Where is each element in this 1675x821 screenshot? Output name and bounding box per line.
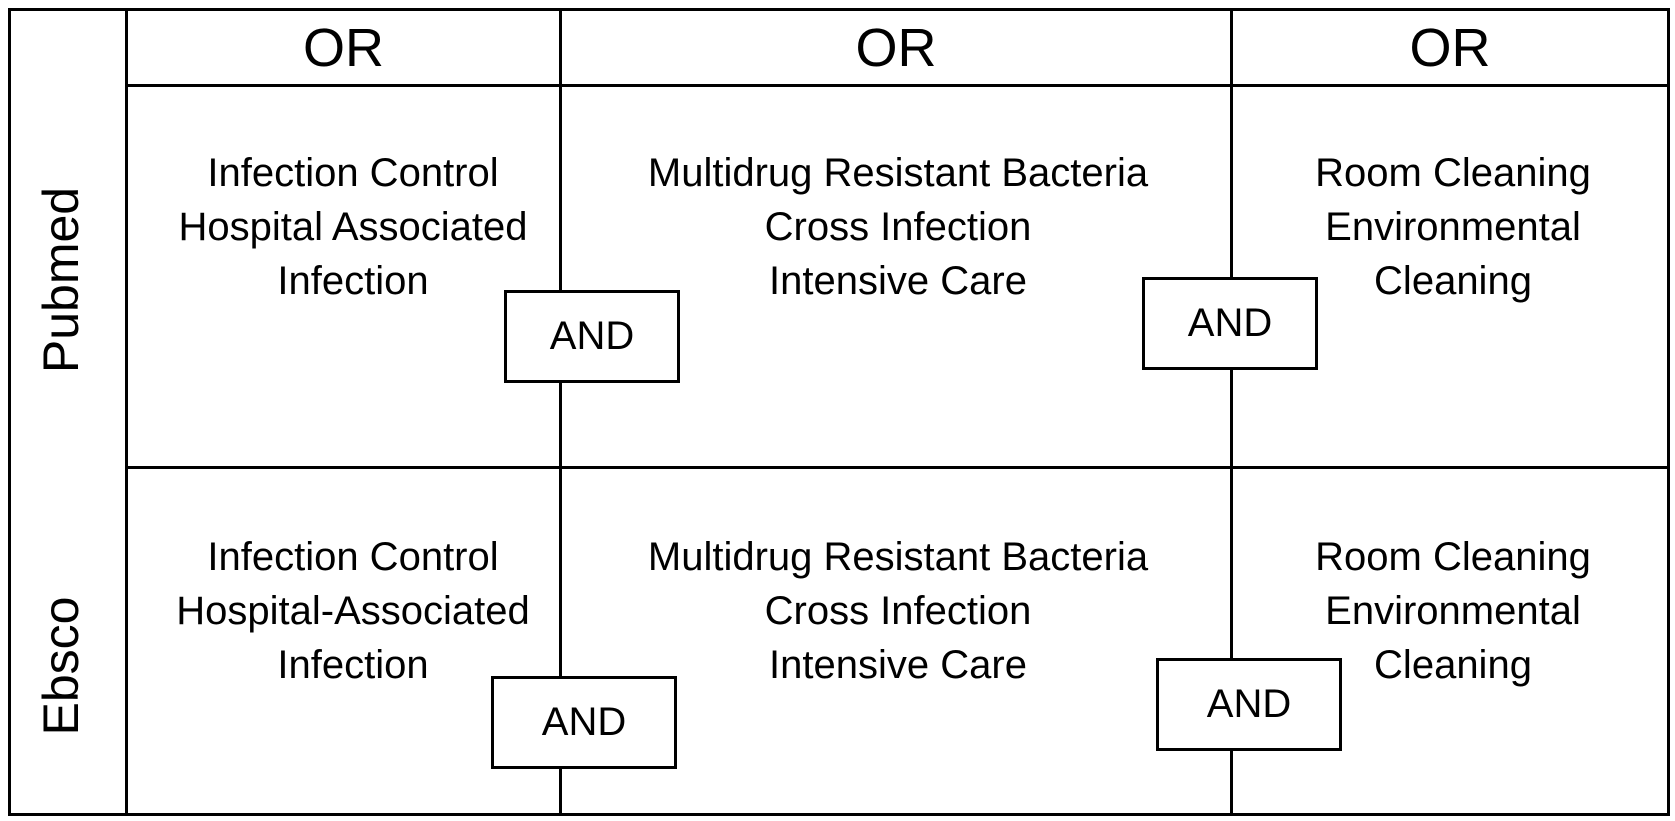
cell-line: Hospital-Associated <box>176 589 530 633</box>
header-divider <box>125 84 1670 87</box>
cell-line: Intensive Care <box>769 643 1027 687</box>
cell-line: Room Cleaning <box>1315 535 1591 579</box>
cell-line: Multidrug Resistant Bacteria <box>647 151 1149 195</box>
column-header-3: OR <box>1409 18 1491 78</box>
search-strategy-diagram: OR OR OR Pubmed Ebsco Infection Control … <box>8 8 1670 816</box>
pubmed-cell-2: Multidrug Resistant Bacteria Cross Infec… <box>588 146 1208 308</box>
pubmed-cell-1: Infection Control Hospital Associated In… <box>148 146 558 308</box>
ebsco-cell-3: Room Cleaning Environmental Cleaning <box>1258 530 1648 692</box>
cell-line: Environmental <box>1325 589 1581 633</box>
row-label-pubmed: Pubmed <box>33 186 89 374</box>
border-left <box>8 8 11 816</box>
row-label-ebsco: Ebsco <box>33 596 89 736</box>
ebsco-cell-1: Infection Control Hospital-Associated In… <box>148 530 558 692</box>
label-column-divider <box>125 8 128 816</box>
border-right <box>1667 8 1670 816</box>
cell-line: Infection Control <box>207 535 499 579</box>
and-connector-box: AND <box>504 290 680 383</box>
cell-line: Infection <box>277 259 429 303</box>
column-divider-1 <box>559 8 562 816</box>
and-connector-box: AND <box>1156 658 1342 751</box>
row-divider <box>125 466 1670 469</box>
cell-line: Infection <box>277 643 429 687</box>
pubmed-cell-3: Room Cleaning Environmental Cleaning <box>1258 146 1648 308</box>
border-top <box>8 8 1670 11</box>
cell-line: Cross Infection <box>764 589 1032 633</box>
cell-line: Multidrug Resistant Bacteria <box>647 535 1149 579</box>
cell-line: Intensive Care <box>769 259 1027 303</box>
cell-line: Cleaning <box>1374 643 1532 687</box>
cell-line: Hospital Associated <box>178 205 528 249</box>
ebsco-cell-2: Multidrug Resistant Bacteria Cross Infec… <box>588 530 1208 692</box>
column-divider-2 <box>1230 8 1233 816</box>
cell-line: Cross Infection <box>764 205 1032 249</box>
cell-line: Cleaning <box>1374 259 1532 303</box>
cell-line: Room Cleaning <box>1315 151 1591 195</box>
cell-line: Environmental <box>1325 205 1581 249</box>
border-bottom <box>8 813 1670 816</box>
column-header-1: OR <box>303 18 384 78</box>
cell-line: Infection Control <box>207 151 499 195</box>
column-header-2: OR <box>855 18 937 78</box>
and-connector-box: AND <box>491 676 677 769</box>
and-connector-box: AND <box>1142 277 1318 370</box>
